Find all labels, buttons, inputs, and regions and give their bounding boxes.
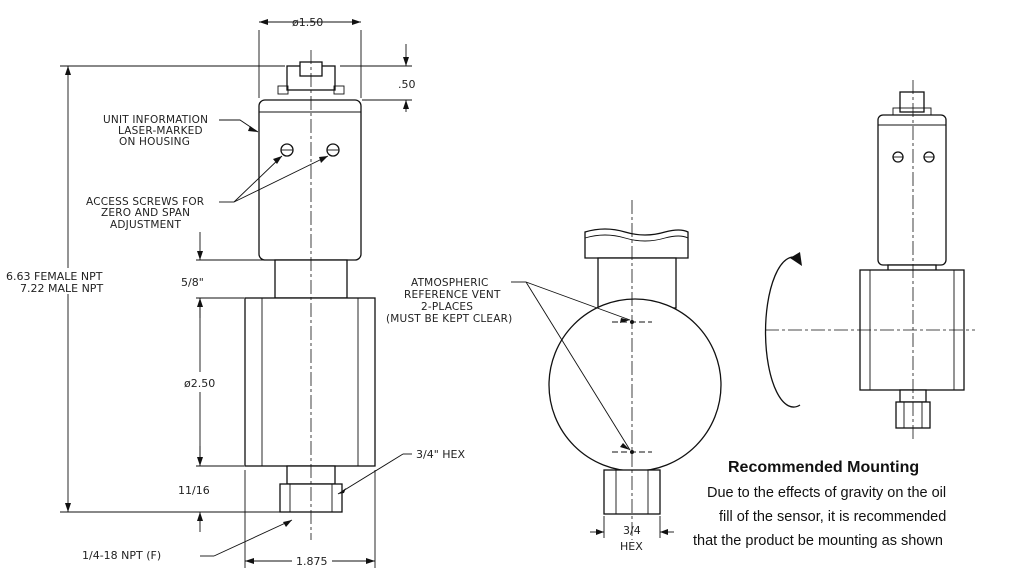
- length-male-label: 7.22 MALE NPT: [20, 282, 103, 295]
- hex-label: 3/4" HEX: [416, 448, 465, 461]
- dim-dia-250: ø2.50: [184, 377, 215, 390]
- side-hex-dim-1: 3/4: [623, 524, 641, 537]
- note-line-2: fill of the sensor, it is recommended: [719, 509, 946, 525]
- side-view: ATMOSPHERIC REFERENCE VENT 2-PLACES (MUS…: [386, 200, 722, 553]
- note-title: Recommended Mounting: [728, 459, 919, 476]
- vent-bottom: [630, 450, 634, 454]
- npt-label: 1/4-18 NPT (F): [82, 549, 161, 562]
- access-label-1: ACCESS SCREWS FOR: [86, 196, 204, 208]
- mount-housing: [877, 114, 947, 266]
- access-label-3: ADJUSTMENT: [110, 219, 181, 231]
- dim-dia-top: ø1.50: [292, 16, 323, 29]
- length-female-label: 6.63 FEMALE NPT: [6, 270, 103, 283]
- note-line-1: Due to the effects of gravity on the oil: [707, 485, 946, 501]
- mounting-view: [764, 80, 975, 440]
- rotation-arrow: [764, 256, 801, 408]
- unit-info-label-2: LASER-MARKED: [118, 125, 203, 137]
- vent-label-1: ATMOSPHERIC: [411, 277, 489, 289]
- dim-50: .50: [398, 78, 416, 91]
- vent-label-2: REFERENCE VENT: [404, 289, 501, 301]
- connector-nub-left: [277, 85, 289, 95]
- unit-info-label-3: ON HOUSING: [119, 136, 190, 148]
- note-line-3: that the product be mounting as shown: [693, 533, 943, 549]
- lower-body: [244, 297, 376, 467]
- housing: [258, 99, 362, 261]
- access-screws: [280, 143, 340, 157]
- access-label-2: ZERO AND SPAN: [101, 207, 190, 219]
- vent-label-3: 2-PLACES: [421, 301, 473, 313]
- side-hex-dim-2: HEX: [620, 540, 643, 553]
- unit-info-label-1: UNIT INFORMATION: [103, 114, 208, 126]
- connector-nub-right: [333, 85, 345, 95]
- mount-connector: [899, 91, 925, 113]
- vent-label-4: (MUST BE KEPT CLEAR): [386, 313, 512, 325]
- vent-top: [630, 320, 634, 324]
- dim-11-16: 11/16: [178, 484, 210, 497]
- dim-1875: 1.875: [296, 555, 328, 568]
- front-view: ø1.50 .50 UNIT INFORMATION LASER-MARKED …: [4, 16, 465, 568]
- dim-5-8: 5/8": [181, 276, 204, 289]
- mounting-note: Recommended Mounting Due to the effects …: [693, 459, 946, 549]
- side-body-circle: [548, 298, 722, 472]
- housing-break: [584, 228, 689, 259]
